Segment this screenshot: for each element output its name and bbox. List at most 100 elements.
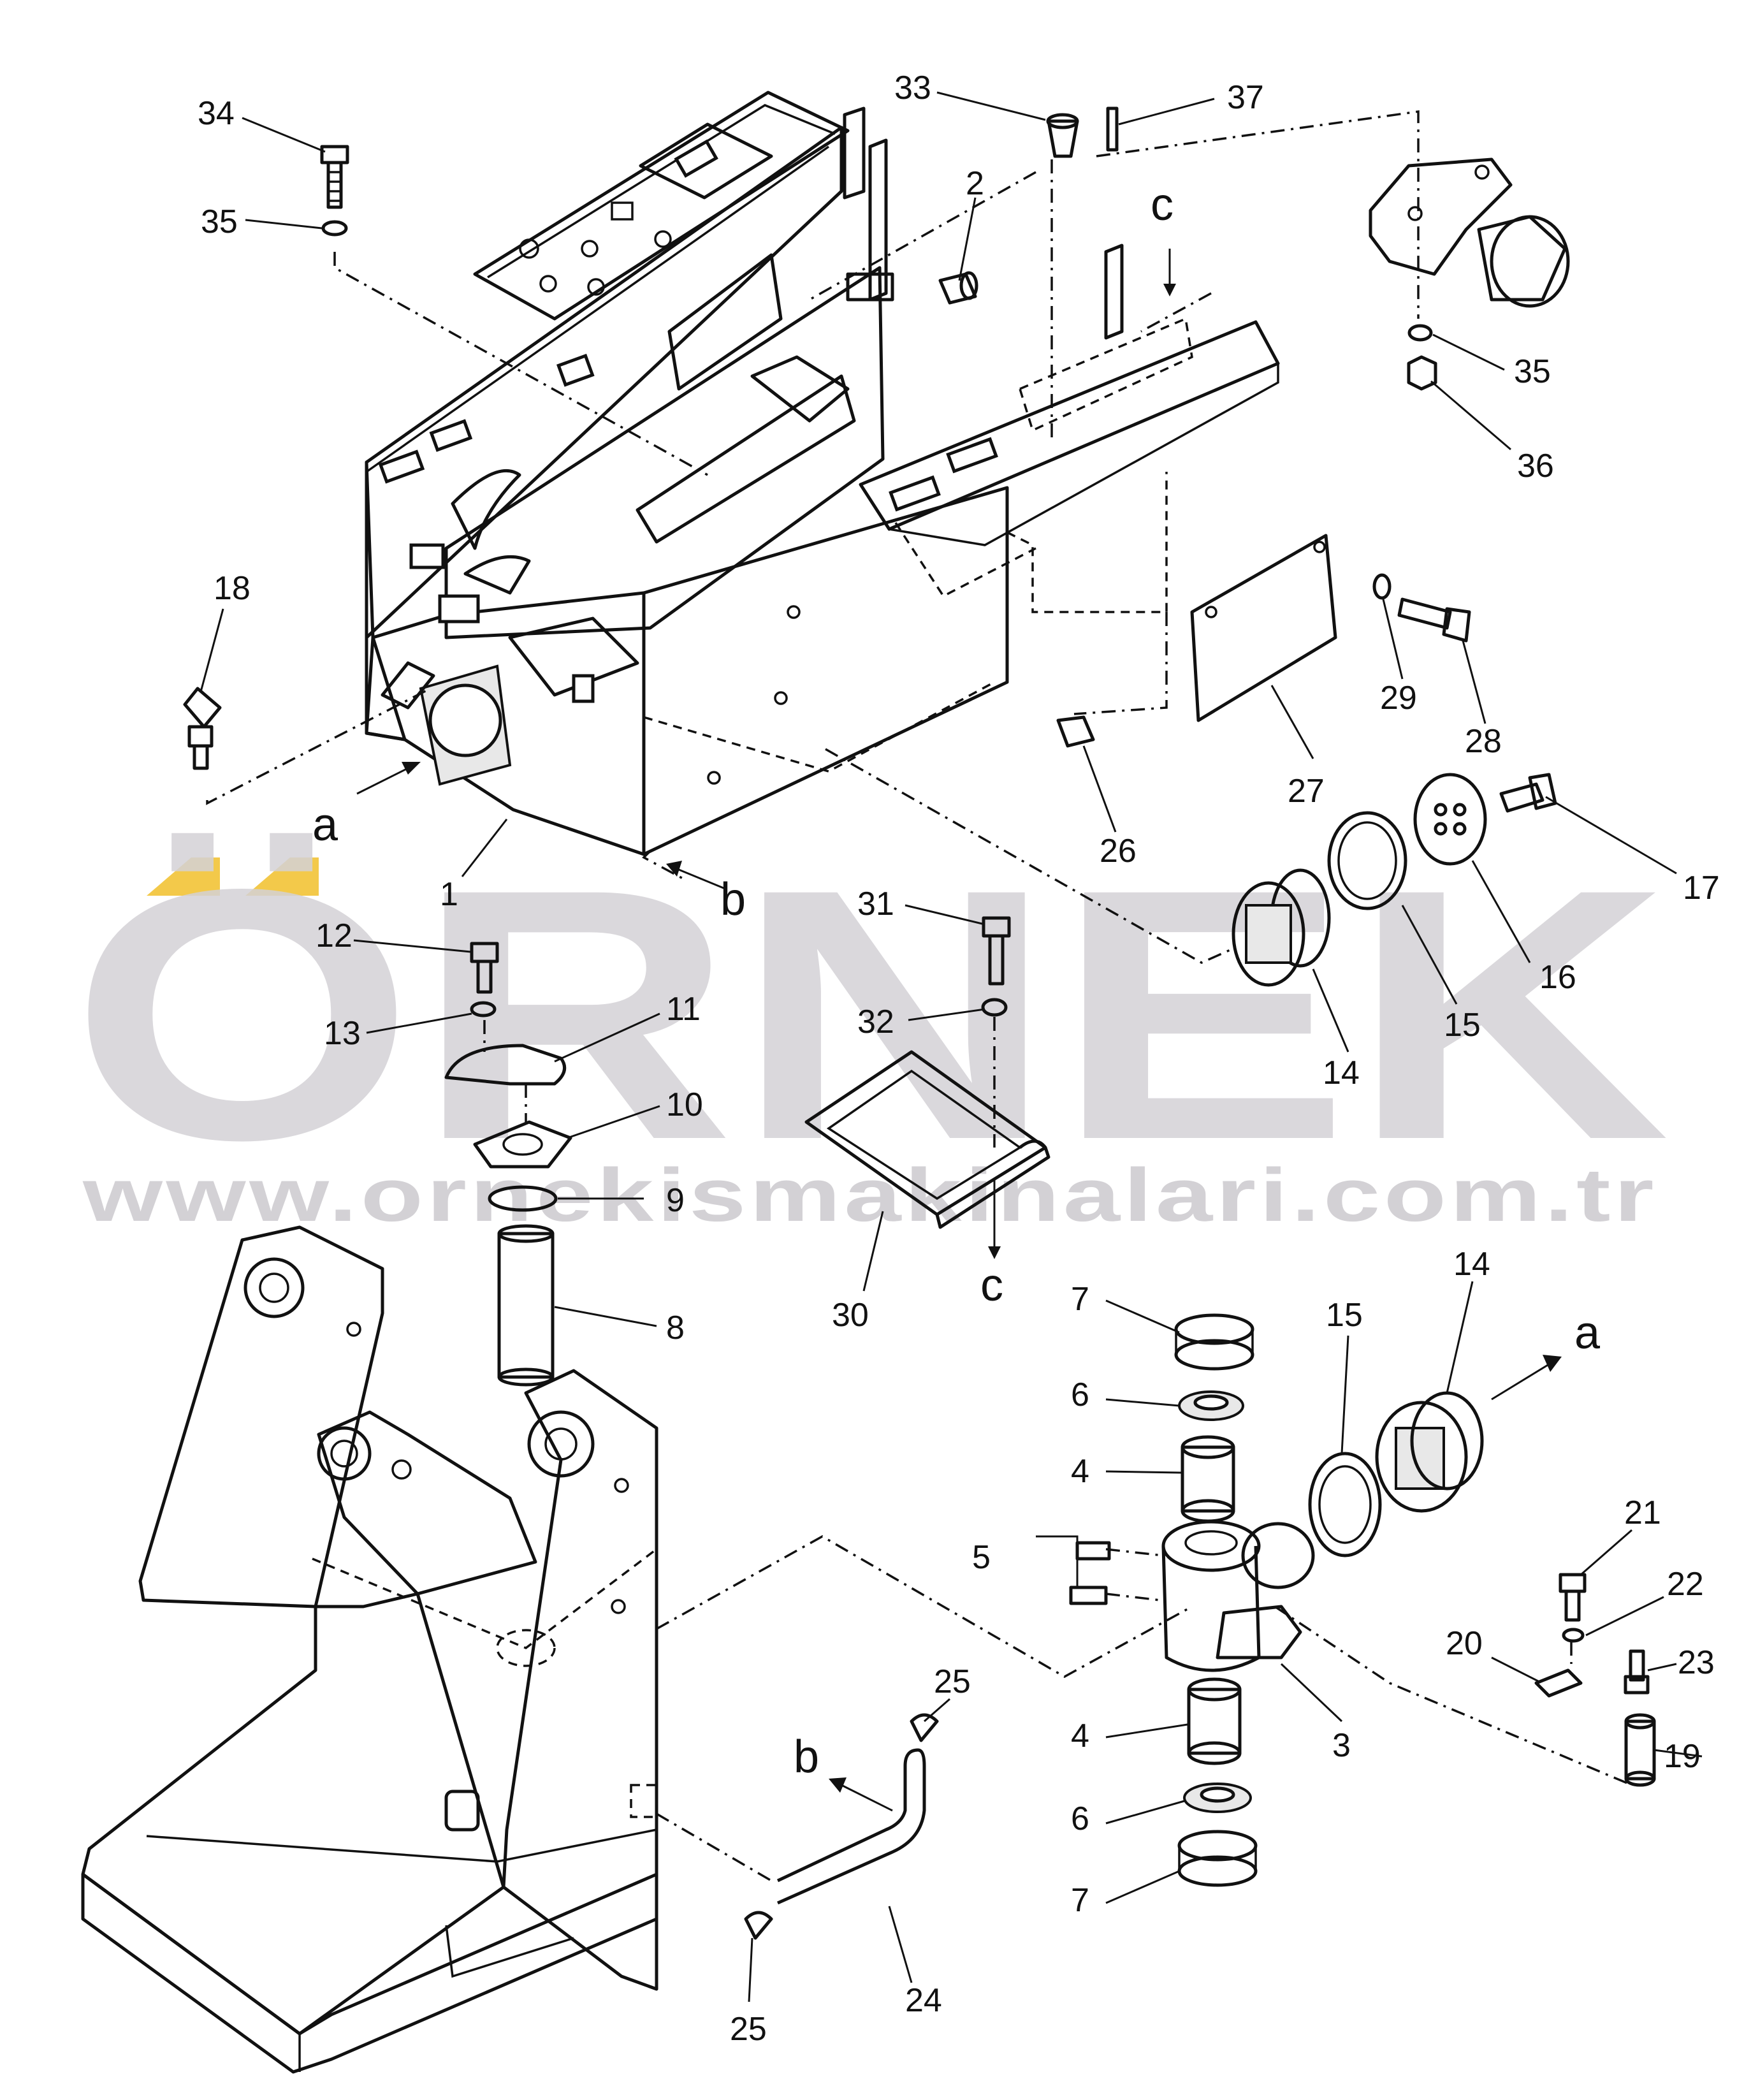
cap-2 [938, 272, 977, 305]
cover-plate-27 [1190, 534, 1337, 722]
callout-21: 21 [1624, 1494, 1661, 1531]
callout-10: 10 [666, 1086, 703, 1123]
callout-c-bottom: c [980, 1260, 1003, 1311]
callout-20: 20 [1446, 1625, 1483, 1662]
callout-19: 19 [1664, 1738, 1701, 1775]
rod-24 [776, 1748, 919, 1883]
callout-14: 14 [1323, 1054, 1360, 1091]
callout-36: 36 [1517, 448, 1554, 485]
grease-fitting-18 [183, 687, 222, 770]
clip-25b [744, 1911, 773, 1940]
leader-lines [200, 91, 1703, 2002]
clip-25a [910, 1713, 939, 1742]
seal-15a [1327, 811, 1407, 910]
callout-22: 22 [1667, 1566, 1704, 1603]
bolt-31 [982, 916, 1011, 986]
callout-26: 26 [1100, 833, 1137, 870]
callout-34: 34 [198, 95, 235, 132]
seal-7b [1177, 1830, 1258, 1887]
callout-24: 24 [905, 1982, 942, 2019]
callout-16: 16 [1539, 959, 1576, 996]
callout-30: 30 [832, 1297, 869, 1334]
loader-right-post [502, 1369, 658, 1991]
washer-29 [1372, 573, 1392, 600]
callout-11: 11 [666, 991, 701, 1028]
cover-16 [1413, 773, 1487, 866]
callout-c-top: c [1151, 179, 1174, 230]
callout-12: 12 [316, 917, 352, 954]
plate-11 [444, 1044, 567, 1086]
callout-13: 13 [324, 1015, 361, 1052]
callout-1: 1 [440, 876, 458, 913]
cap-33 [1047, 119, 1079, 158]
pin-8 [497, 1224, 555, 1387]
bushing-4b [1187, 1677, 1242, 1765]
grease-fitting-23 [1624, 1649, 1650, 1695]
bolt-28 [1397, 597, 1471, 643]
bushing-4a [1181, 1435, 1235, 1523]
seal-7a [1174, 1313, 1254, 1371]
frame-side-panel [642, 486, 1009, 856]
assembly-lines [206, 110, 1632, 1786]
callout-9: 9 [666, 1182, 685, 1219]
callout-14: 14 [1453, 1246, 1490, 1283]
frame-bracket [636, 374, 856, 544]
washer-35a [321, 220, 348, 237]
washer-32 [981, 998, 1008, 1017]
callout-29: 29 [1380, 680, 1417, 717]
callout-8: 8 [666, 1309, 685, 1346]
callout-15: 15 [1444, 1007, 1481, 1044]
cap-26 [1056, 715, 1095, 748]
callout-6: 6 [1071, 1376, 1089, 1413]
o-ring-9 [488, 1185, 558, 1212]
bolt-21 [1559, 1573, 1587, 1622]
plate-20 [1534, 1668, 1583, 1698]
washer-22 [1562, 1628, 1585, 1643]
pivot-housing-3 [1161, 1520, 1315, 1672]
callout-7: 7 [1071, 1882, 1089, 1919]
callout-25: 25 [934, 1663, 971, 1700]
callout-b-bottom: b [794, 1732, 819, 1783]
callout-4: 4 [1071, 1717, 1089, 1754]
callout-6: 6 [1071, 1800, 1089, 1837]
callout-28: 28 [1465, 723, 1502, 760]
watermark-accent-left [147, 857, 220, 896]
washer-35b [1407, 324, 1433, 342]
callout-18: 18 [214, 570, 251, 607]
callout-35: 35 [1514, 353, 1551, 390]
callout-25: 25 [730, 2011, 767, 2048]
callout-35: 35 [201, 203, 238, 240]
callout-labels: 34 35 33 37 2 c 35 36 18 29 28 27 26 a 1… [198, 69, 1720, 2048]
bolt-12 [470, 942, 499, 994]
bolt-34 [320, 145, 349, 209]
bushing-14b [1375, 1391, 1484, 1513]
nut-36 [1407, 355, 1437, 391]
main-frame [365, 91, 1280, 856]
callout-31: 31 [857, 886, 894, 922]
callout-32: 32 [857, 1003, 894, 1040]
flange-10 [473, 1120, 572, 1169]
callout-27: 27 [1288, 773, 1325, 810]
loader-crossbar [317, 1410, 537, 1596]
washer-13 [470, 1001, 497, 1017]
frame-top-deck [473, 91, 850, 321]
collar-6b [1183, 1783, 1252, 1813]
callout-4: 4 [1071, 1453, 1089, 1490]
callout-37: 37 [1227, 79, 1264, 116]
bushing-14a [1232, 868, 1331, 987]
callout-3: 3 [1332, 1727, 1351, 1764]
seal-15b [1308, 1452, 1382, 1557]
callout-23: 23 [1678, 1644, 1715, 1681]
pin-19 [1624, 1713, 1656, 1787]
callout-a-top: a [312, 799, 338, 850]
lamp-bracket-assembly [1369, 157, 1570, 308]
watermark-accent-right [245, 857, 319, 896]
callout-17: 17 [1683, 870, 1720, 907]
callout-b-top: b [720, 874, 746, 925]
callout-2: 2 [966, 165, 984, 202]
callout-33: 33 [894, 69, 931, 106]
frame-window [667, 253, 783, 391]
callout-a-bottom: a [1574, 1308, 1601, 1359]
bolt-17 [1499, 773, 1557, 813]
